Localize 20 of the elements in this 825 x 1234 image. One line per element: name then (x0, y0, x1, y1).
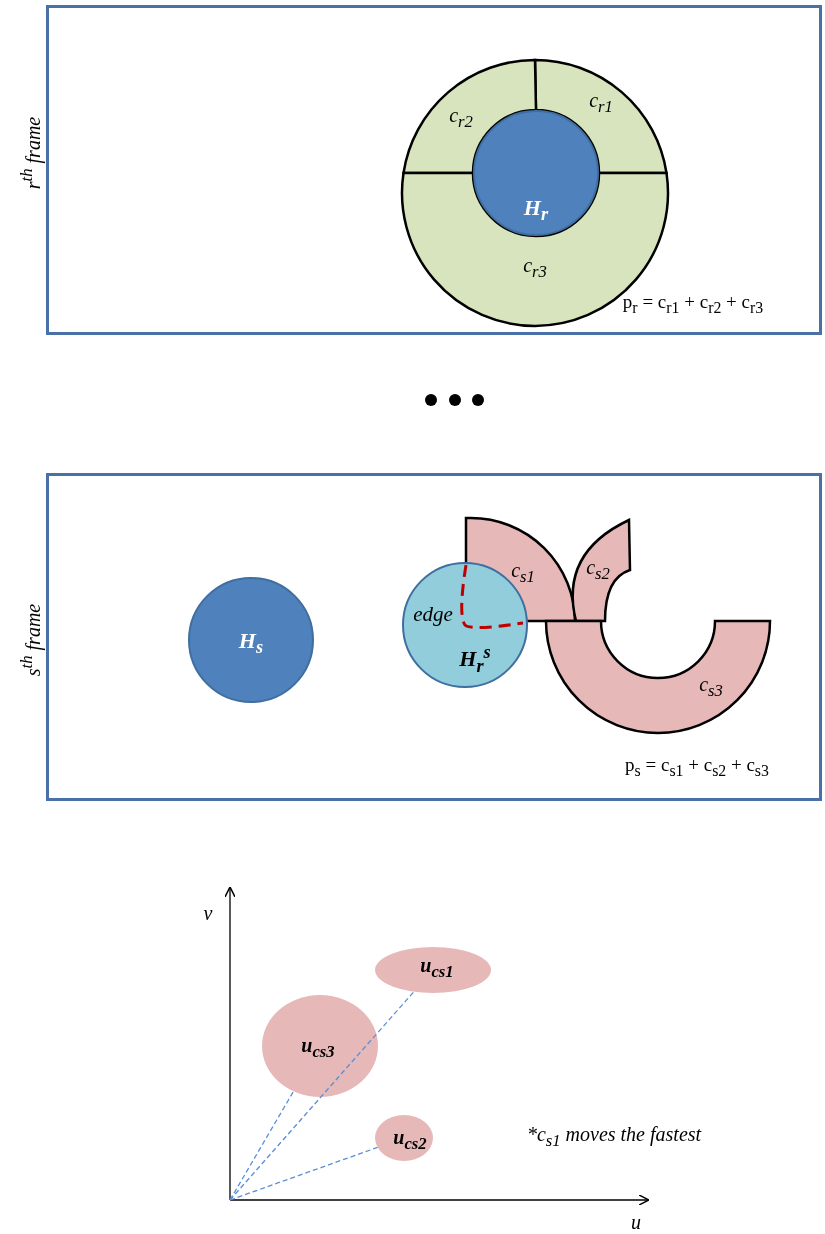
hand-label: H$_{r}$ (523, 196, 549, 224)
velocity-label: u$_{cs1}$ (420, 955, 454, 981)
velocity-label: u$_{cs3}$ (301, 1035, 335, 1061)
hand-label: H$_{s}$ (238, 629, 264, 657)
axis-label: v (203, 903, 213, 923)
segment-label: c$_{r3}$ (523, 255, 547, 281)
part-label: c$_{s3}$ (699, 674, 723, 700)
equation: p$_{r}$ = c$_{r1}$ + c$_{r2}$ + c$_{r3}$ (622, 292, 764, 316)
segment-label: c$_{r2}$ (449, 105, 473, 131)
region-label: edge (413, 603, 453, 625)
part-label: c$_{s1}$ (511, 560, 535, 586)
segment-label: c$_{r1}$ (589, 90, 613, 116)
equation: p$_{s}$ = c$_{s1}$ + c$_{s2}$ + c$_{s3}$ (625, 755, 769, 779)
axis-label: u (631, 1212, 641, 1232)
connector-line (229, 991, 415, 1201)
note-text: *c$_{s1}$ moves the fastest (526, 1124, 702, 1150)
part-label: c$_{s2}$ (586, 557, 610, 583)
velocity-label: u$_{cs2}$ (393, 1127, 427, 1153)
connector-line (229, 1146, 379, 1201)
connector-line (229, 1090, 295, 1201)
